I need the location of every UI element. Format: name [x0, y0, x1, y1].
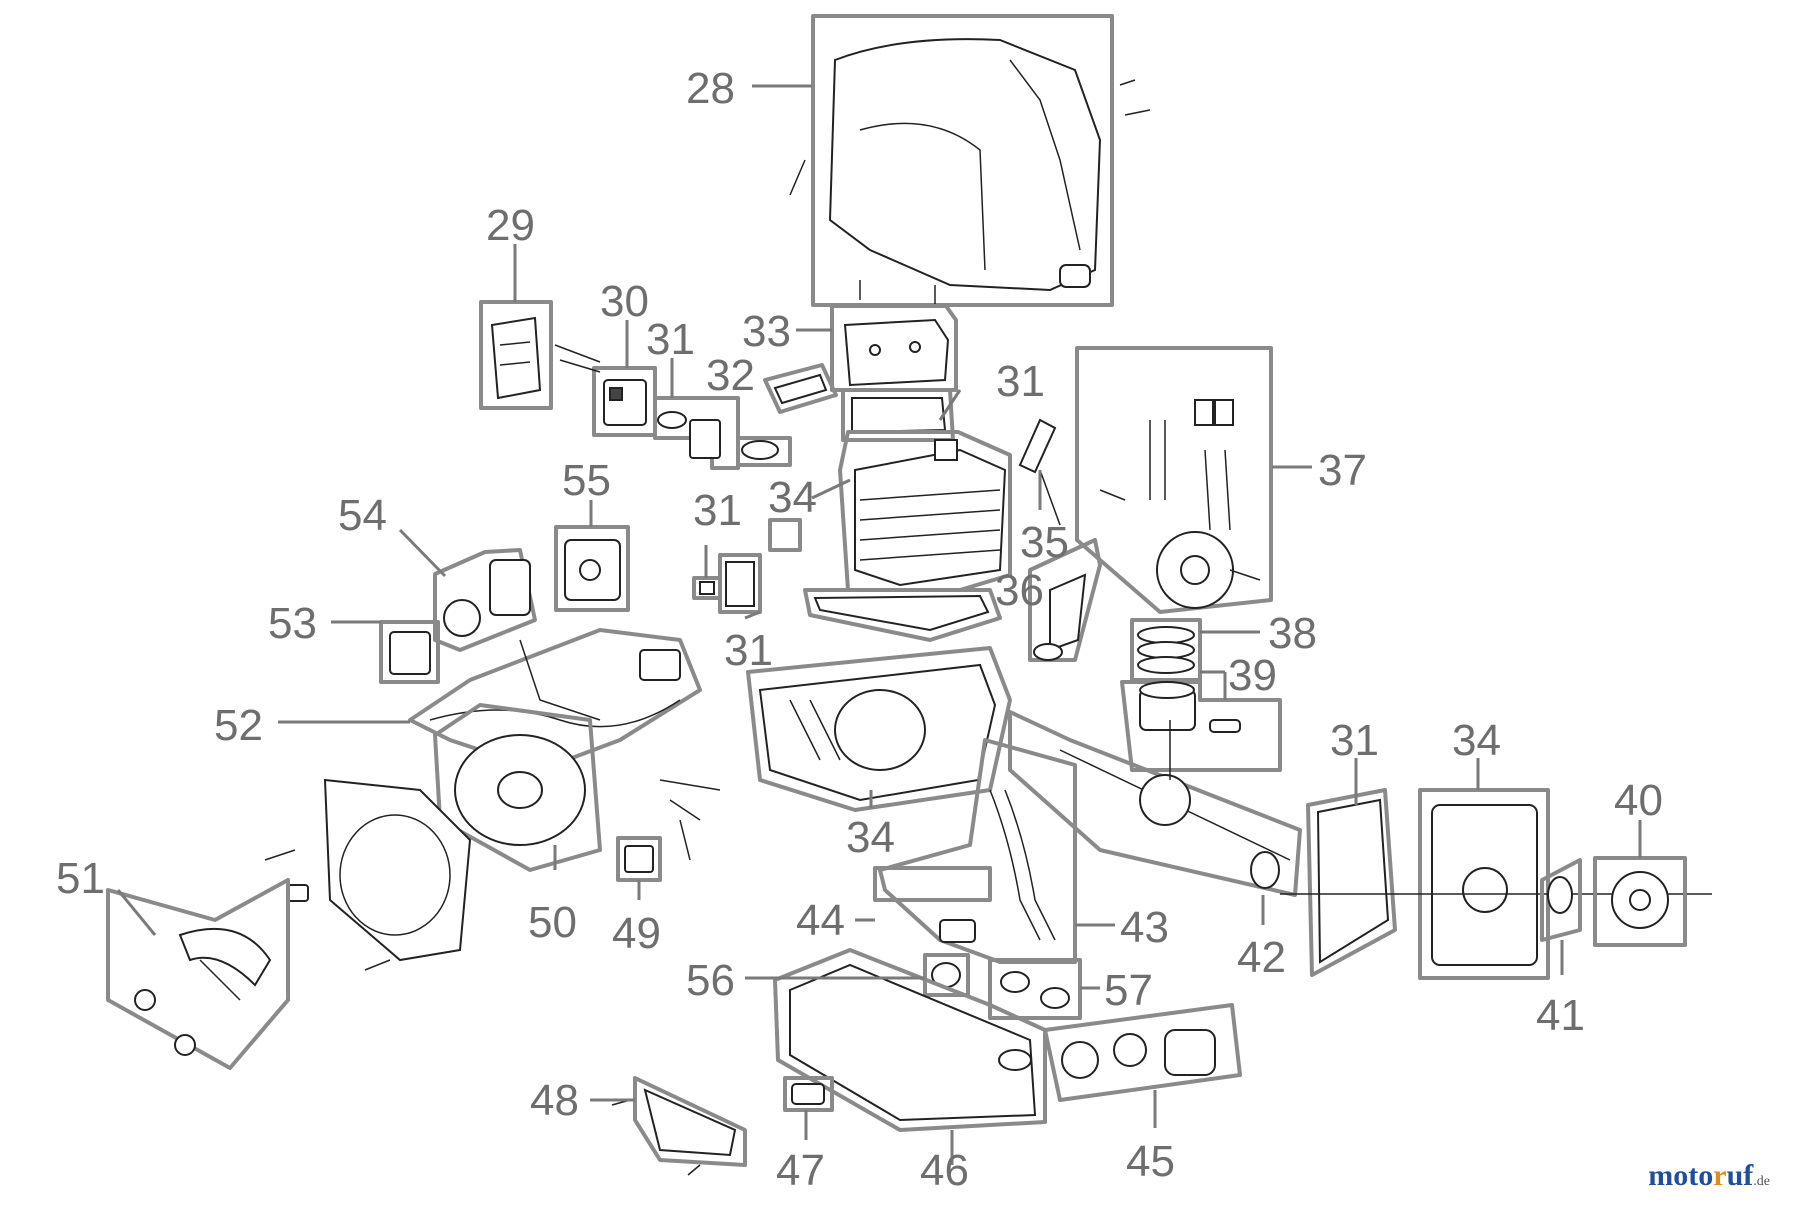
- callout-38: 38: [1268, 609, 1317, 658]
- callout-50: 50: [528, 898, 577, 947]
- part-group-42: [1008, 710, 1302, 897]
- part-group-54: [433, 548, 537, 652]
- watermark-part-2: r: [1713, 1159, 1727, 1192]
- callout-32: 32: [706, 351, 755, 400]
- callout-52: 52: [214, 701, 263, 750]
- part-group-32: [763, 363, 838, 414]
- callout-54: 54: [338, 491, 387, 540]
- watermark-part-1: moto: [1648, 1159, 1714, 1192]
- callout-31: 31: [1330, 716, 1379, 765]
- part-group-30: [554, 344, 657, 437]
- callout-30: 30: [600, 277, 649, 326]
- callout-40: 40: [1614, 776, 1663, 825]
- callout-49: 49: [612, 909, 661, 958]
- part-group-45: [1043, 1003, 1242, 1102]
- part-group-36: [1028, 538, 1102, 662]
- callout-44: 44: [796, 896, 845, 945]
- watermark-part-4: .de: [1753, 1174, 1770, 1189]
- part-group-31-side: [1306, 788, 1397, 977]
- spark-plug-35: [1018, 418, 1061, 526]
- part-group-39: [1120, 680, 1282, 772]
- callout-31: 31: [693, 486, 742, 535]
- part-group-34-crankcase: [746, 646, 1012, 812]
- callout-numbers: 28 29 30 31 33 32 31 37 54 55 31 34 35 5…: [56, 64, 1663, 1195]
- callout-53: 53: [268, 599, 317, 648]
- callout-55: 55: [562, 456, 611, 505]
- callout-31: 31: [646, 315, 695, 364]
- cylinder-head: [838, 430, 1012, 592]
- callout-29: 29: [486, 201, 535, 250]
- part-group-31-carb: [692, 518, 802, 614]
- part-group-38: [1130, 618, 1202, 682]
- callout-33: 33: [742, 307, 791, 356]
- watermark-logo: motoruf.de: [1648, 1159, 1770, 1193]
- callout-34: 34: [1452, 716, 1501, 765]
- part-group-55: [554, 525, 630, 612]
- part-group-47: [783, 1076, 834, 1112]
- part-group-57: [988, 958, 1082, 1020]
- part-group-28: [789, 14, 1151, 307]
- part-group-31-top: [653, 396, 792, 470]
- fan-housing: [264, 778, 472, 971]
- callout-42: 42: [1237, 933, 1286, 982]
- callout-47: 47: [776, 1146, 825, 1195]
- leader-lines: [116, 84, 1642, 1165]
- part-group-44: [873, 866, 992, 943]
- part-group-48: [611, 1076, 747, 1176]
- part-group-51: [106, 878, 290, 1070]
- part-group-34-side-cover: [1418, 788, 1550, 980]
- callout-56: 56: [686, 956, 735, 1005]
- part-group-40: [1593, 856, 1687, 947]
- part-group-41: [1540, 858, 1582, 942]
- callout-48: 48: [530, 1076, 579, 1125]
- callout-35: 35: [1020, 518, 1069, 567]
- watermark-part-3: uf: [1726, 1159, 1754, 1192]
- part-group-29: [479, 300, 553, 410]
- callout-57: 57: [1104, 966, 1153, 1015]
- part-group-37: [1075, 346, 1273, 614]
- part-group-33: [830, 304, 958, 392]
- callout-51: 51: [56, 854, 105, 903]
- callout-37: 37: [1318, 446, 1367, 495]
- callout-39: 39: [1228, 651, 1277, 700]
- callout-34: 34: [768, 473, 817, 522]
- callout-31: 31: [724, 626, 773, 675]
- callout-43: 43: [1120, 903, 1169, 952]
- callout-31: 31: [996, 357, 1045, 406]
- part-group-53: [379, 620, 440, 684]
- callout-36: 36: [995, 566, 1044, 615]
- callout-34: 34: [846, 813, 895, 862]
- callout-41: 41: [1536, 991, 1585, 1040]
- part-group-46: [773, 948, 1047, 1132]
- callout-45: 45: [1126, 1137, 1175, 1186]
- callout-28: 28: [686, 64, 735, 113]
- part-group-49: [616, 779, 721, 882]
- callout-46: 46: [920, 1146, 969, 1195]
- part-group-31-head-gasket: [803, 588, 1002, 642]
